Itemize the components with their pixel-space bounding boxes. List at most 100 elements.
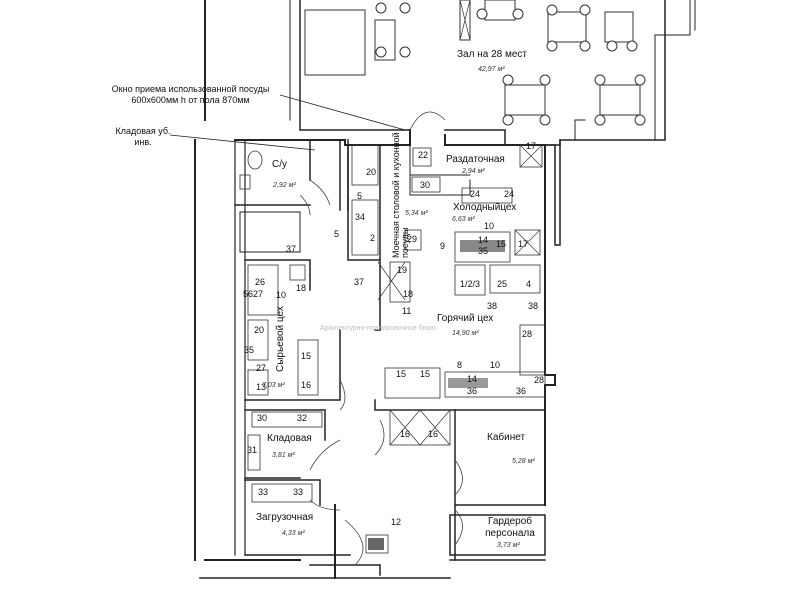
hall-chair [476, 8, 488, 20]
hall-chair [579, 40, 591, 52]
outer-wall-left [194, 0, 301, 561]
equipment-box [384, 367, 441, 399]
equipment-number: 5627 [243, 289, 264, 299]
door-wardrobe [454, 509, 463, 546]
equipment-box [247, 319, 269, 361]
equipment-box [365, 534, 389, 554]
equipment-box [461, 187, 513, 204]
dispensing-walls [409, 144, 471, 196]
equipment-box [519, 144, 543, 168]
room-label-office: Кабинет [487, 432, 526, 443]
equipment-number: 37 [354, 277, 365, 287]
hall-chair [634, 74, 646, 86]
equipment-number: 26 [255, 277, 266, 287]
note-leader-window [279, 94, 406, 131]
equipment-number: 20 [366, 167, 377, 177]
room-label-wc: С/у [272, 159, 287, 170]
equipment-number: 22 [418, 150, 429, 160]
hall-wall-inner [289, 0, 696, 121]
equipment-number: 5 [357, 191, 363, 201]
equipment-box [412, 147, 432, 167]
equipment-number: 5 [334, 229, 340, 239]
equipment-number: 24 [504, 189, 515, 199]
wardrobe-walls [449, 514, 546, 556]
wc-storage-block [239, 211, 301, 253]
hall-chair [539, 74, 551, 86]
hatched-stove [448, 378, 488, 388]
hatched-stove [368, 538, 384, 550]
hall-chair [626, 40, 638, 52]
equipment-number: 38 [487, 301, 498, 311]
equipment-box [411, 176, 441, 193]
crossed-box [459, 0, 471, 41]
room-label-hot: Горячий цех [437, 313, 494, 324]
door-office [454, 459, 463, 496]
corridor-walls [374, 329, 546, 411]
office-walls [454, 409, 546, 561]
room-label-loading: Загрузочная [256, 512, 314, 523]
toilet-fixture [247, 150, 263, 170]
note-pantry: Кладовая уб. инв. [115, 126, 171, 148]
door-wc [309, 179, 331, 206]
equipment-number: 13 [256, 382, 267, 392]
equipment-number: 10 [490, 360, 501, 370]
hall-chair [539, 114, 551, 126]
note-window: Окно приема использованной посуды 600х60… [111, 84, 270, 106]
equipment-box [389, 261, 411, 303]
equipment-number: 29 [407, 234, 418, 244]
bottom-wall [199, 559, 546, 579]
equipment-number: 15 [301, 351, 312, 361]
area-label-raw: 7,03 м² [262, 382, 285, 389]
equipment-number: 35 [244, 345, 255, 355]
door-left [339, 379, 346, 411]
equipment-number: 12 [391, 517, 402, 527]
equipment-box [247, 434, 261, 471]
area-label-cold: 6,63 м² [452, 216, 475, 223]
area-label-dispensing: 2,94 м² [462, 168, 485, 175]
right-column [559, 119, 586, 141]
equipment-number: 17 [518, 239, 529, 249]
hall-table [604, 11, 634, 43]
area-label-wc: 2,92 м² [273, 182, 296, 189]
equipment-number: 15 [420, 369, 431, 379]
equipment-number: 8 [457, 360, 463, 370]
storage-walls [244, 409, 326, 479]
equipment-number: 14 [478, 235, 489, 245]
hall-chair [502, 74, 514, 86]
equipment-number: 1/2/3 [460, 279, 481, 289]
faint-stamp: Архитектурно-планировочное бюро [320, 325, 436, 332]
hall-chair [399, 2, 411, 14]
room-label-wardrobe: Гардероб персонала [485, 516, 535, 539]
equipment-number: 16 [428, 429, 439, 439]
equipment-number: 28 [522, 329, 533, 339]
room-label-hall: Зал на 28 мест [457, 49, 527, 60]
hall-chair [512, 8, 524, 20]
hall-wall-right [654, 0, 691, 141]
equipment-number: 19 [397, 265, 408, 275]
hatched-stove [460, 240, 505, 252]
equipment-number: 30 [257, 413, 268, 423]
equipment-box [454, 264, 486, 296]
equipment-number: 10 [276, 290, 287, 300]
equipment-box [444, 371, 546, 398]
inner-wall-left [234, 139, 246, 556]
equipment-number: 38 [528, 301, 539, 311]
crossed-box [377, 261, 406, 301]
equipment-number: 15 [396, 369, 407, 379]
equipment-number: 18 [403, 289, 414, 299]
room-label-storage: Кладовая [267, 433, 312, 444]
kitchen-right-step [544, 139, 561, 246]
equipment-number: 35 [478, 246, 489, 256]
hall-counter [304, 9, 366, 76]
hall-table [599, 84, 641, 116]
sink-fixture [239, 174, 251, 190]
area-label-washing: 5,34 м² [405, 210, 428, 217]
door-corridor-2 [374, 419, 385, 456]
equipment-number: 14 [467, 374, 478, 384]
equipment-number: 37 [286, 244, 297, 254]
equipment-number: 30 [420, 180, 431, 190]
hall-chair [594, 114, 606, 126]
hall-table [504, 84, 546, 116]
equipment-box [251, 411, 323, 428]
